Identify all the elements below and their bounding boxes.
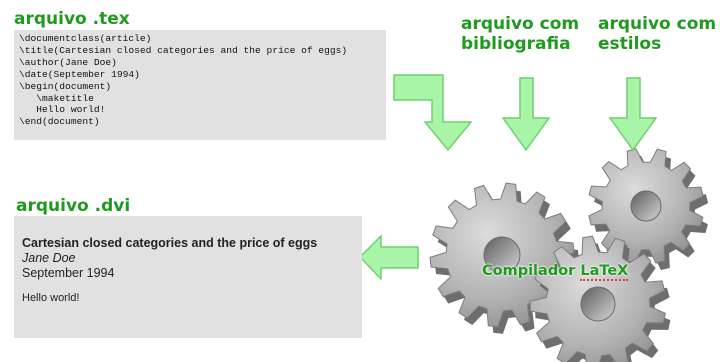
- style-to-compiler-arrow: [608, 77, 658, 152]
- tex-line: Hello world!: [19, 104, 106, 116]
- dvi-output-box: Cartesian closed categories and the pric…: [14, 216, 362, 338]
- gear-bottom-icon-hole: [580, 286, 616, 322]
- tex-line: \maketitle: [19, 92, 94, 104]
- tex-line: \documentclass(article): [19, 33, 152, 44]
- dvi-author: Jane Doe: [22, 251, 76, 265]
- tex-line: \title(Cartesian closed categories and t…: [19, 44, 348, 56]
- tex-line: \author(Jane Doe): [19, 56, 117, 68]
- tex-line: \date(September 1994): [19, 68, 140, 80]
- style-file-label-line2: estilos: [598, 34, 662, 54]
- tex-to-compiler-arrow: [393, 74, 473, 152]
- gear-large-icon-hole: [483, 236, 521, 274]
- style-file-label-line1: arquivo com: [598, 14, 717, 34]
- tex-source-box: \documentclass(article)\title(Cartesian …: [14, 30, 386, 140]
- compiler-to-dvi-arrow: [358, 234, 419, 281]
- gear-small-icon-hole: [630, 190, 662, 222]
- dvi-body-text: Hello world!: [22, 292, 80, 304]
- bib-file-label-line1: arquivo com: [461, 14, 580, 34]
- tex-line: \end(document): [19, 116, 100, 128]
- compiler-label: Compilador LaTeX: [482, 263, 629, 281]
- bib-to-compiler-arrow: [501, 77, 551, 152]
- bib-file-label-line2: bibliografia: [461, 34, 571, 54]
- compiler-label-prefix: Compilador: [482, 263, 581, 279]
- dvi-file-heading: arquivo .dvi: [16, 196, 131, 216]
- dvi-date: September 1994: [22, 266, 115, 280]
- tex-file-heading: arquivo .tex: [14, 9, 130, 29]
- dvi-title: Cartesian closed categories and the pric…: [22, 236, 318, 250]
- tex-line: \begin(document): [19, 80, 112, 92]
- compiler-label-suffix: LaTeX: [580, 263, 629, 281]
